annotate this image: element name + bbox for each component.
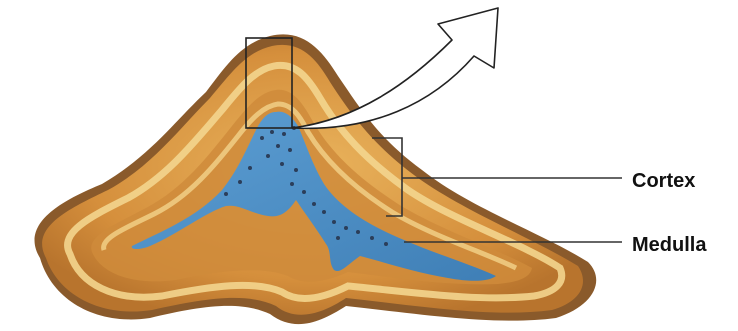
medulla-label: Medulla — [632, 235, 706, 255]
cortex-label: Cortex — [632, 171, 695, 191]
